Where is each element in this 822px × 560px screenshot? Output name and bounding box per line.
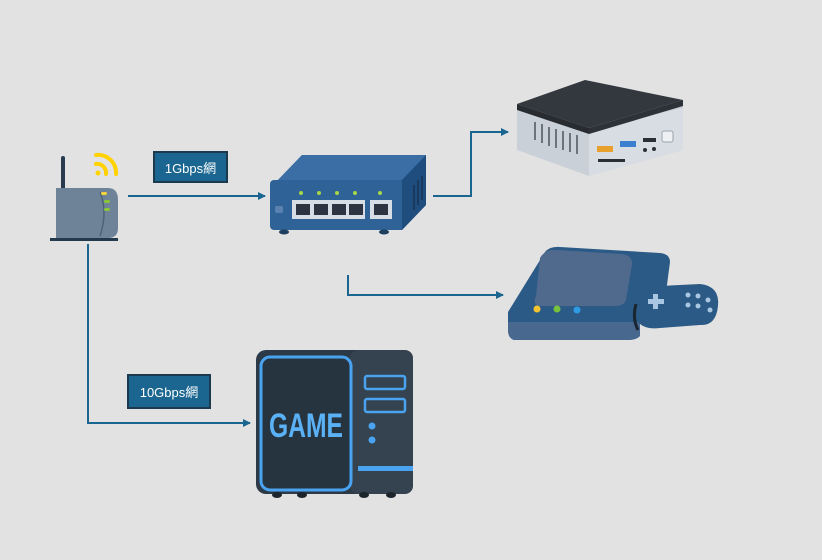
router-icon[interactable]	[50, 152, 119, 241]
game-console-icon[interactable]	[508, 246, 719, 340]
mini-pc-icon[interactable]	[517, 80, 683, 176]
edge-switch-minipc	[433, 128, 509, 197]
gaming-pc-icon[interactable]: GAME	[256, 350, 413, 498]
wifi-icon	[94, 152, 119, 176]
edge-router-gamingpc	[87, 244, 251, 427]
edge-switch-console	[347, 275, 504, 299]
game-text: GAME	[269, 407, 343, 445]
label-1gbps: 1Gbps網	[153, 151, 228, 183]
connections	[87, 128, 509, 427]
switch-icon[interactable]	[270, 155, 426, 235]
label-10gbps: 10Gbps網	[127, 374, 211, 409]
